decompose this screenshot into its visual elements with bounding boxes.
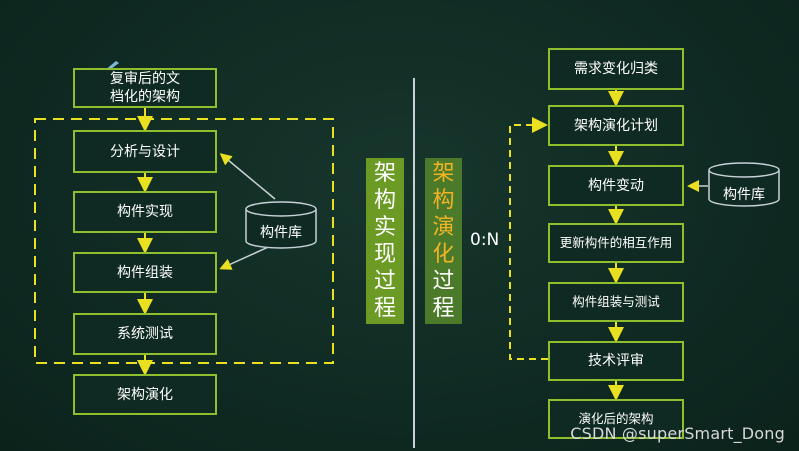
ratio-label: 0:N bbox=[470, 230, 500, 250]
architecture-evolution-label: 架构演化 bbox=[117, 386, 173, 403]
system-testing-label: 系统测试 bbox=[117, 326, 173, 342]
update-interaction-label: 更新构件的相互作用 bbox=[559, 235, 673, 250]
realize-char-4: 现 bbox=[373, 242, 396, 267]
analysis-design-box: 分析与设计 bbox=[73, 130, 217, 173]
component-assembly-box: 构件组装 bbox=[73, 252, 217, 293]
evolved-architecture-box: 演化后的架构 bbox=[548, 399, 684, 439]
evolve-char-1: 架 bbox=[432, 161, 455, 186]
requirement-classification-box: 需求变化归类 bbox=[548, 48, 684, 90]
architecture-evolution-box: 架构演化 bbox=[73, 374, 217, 415]
realize-char-3: 实 bbox=[373, 215, 396, 240]
csdn-watermark: CSDN @superSmart_Dong bbox=[570, 424, 785, 443]
evolved-architecture-label: 演化后的架构 bbox=[578, 411, 654, 426]
right-library-label: 构件库 bbox=[723, 187, 765, 203]
reviewed-architecture-label: 复审后的文 档化的架构 bbox=[110, 71, 180, 105]
evolve-char-4: 化 bbox=[432, 242, 455, 267]
technical-review-label: 技术评审 bbox=[588, 353, 644, 369]
realize-char-6: 程 bbox=[373, 296, 396, 321]
component-implementation-box: 构件实现 bbox=[73, 191, 217, 233]
feedback-loop-dashed bbox=[509, 117, 548, 360]
assembly-testing-label: 构件组装与测试 bbox=[572, 294, 660, 309]
evolution-process-bar: 架 构 演 化 过 程 bbox=[425, 158, 462, 324]
reviewed-architecture-box: 复审后的文 档化的架构 bbox=[73, 68, 217, 108]
component-assembly-label: 构件组装 bbox=[117, 264, 173, 281]
realize-char-2: 构 bbox=[373, 188, 396, 213]
technical-review-box: 技术评审 bbox=[548, 341, 684, 381]
component-change-label: 构件变动 bbox=[588, 177, 644, 194]
analysis-design-label: 分析与设计 bbox=[110, 143, 180, 160]
evolve-char-6: 程 bbox=[432, 296, 455, 321]
arrow-library-to-design bbox=[219, 153, 276, 200]
evolve-char-3: 演 bbox=[432, 215, 455, 240]
component-change-box: 构件变动 bbox=[548, 165, 684, 206]
realization-process-bar: 架 构 实 现 过 程 bbox=[366, 158, 404, 324]
component-implementation-label: 构件实现 bbox=[117, 204, 173, 220]
realize-char-1: 架 bbox=[373, 161, 396, 186]
evolve-char-5: 过 bbox=[432, 269, 455, 294]
assembly-testing-box: 构件组装与测试 bbox=[548, 282, 684, 322]
requirement-classification-label: 需求变化归类 bbox=[574, 61, 658, 77]
left-library-cylinder bbox=[245, 201, 317, 249]
evolve-char-2: 构 bbox=[432, 188, 455, 213]
evolution-plan-label: 架构演化计划 bbox=[574, 117, 658, 134]
evolution-plan-box: 架构演化计划 bbox=[548, 105, 684, 146]
left-dashed-container bbox=[34, 118, 334, 364]
left-library-label: 构件库 bbox=[260, 225, 302, 241]
update-interaction-box: 更新构件的相互作用 bbox=[548, 223, 684, 263]
system-testing-box: 系统测试 bbox=[73, 313, 217, 355]
realize-char-5: 过 bbox=[373, 269, 396, 294]
right-library-cylinder bbox=[708, 162, 780, 207]
